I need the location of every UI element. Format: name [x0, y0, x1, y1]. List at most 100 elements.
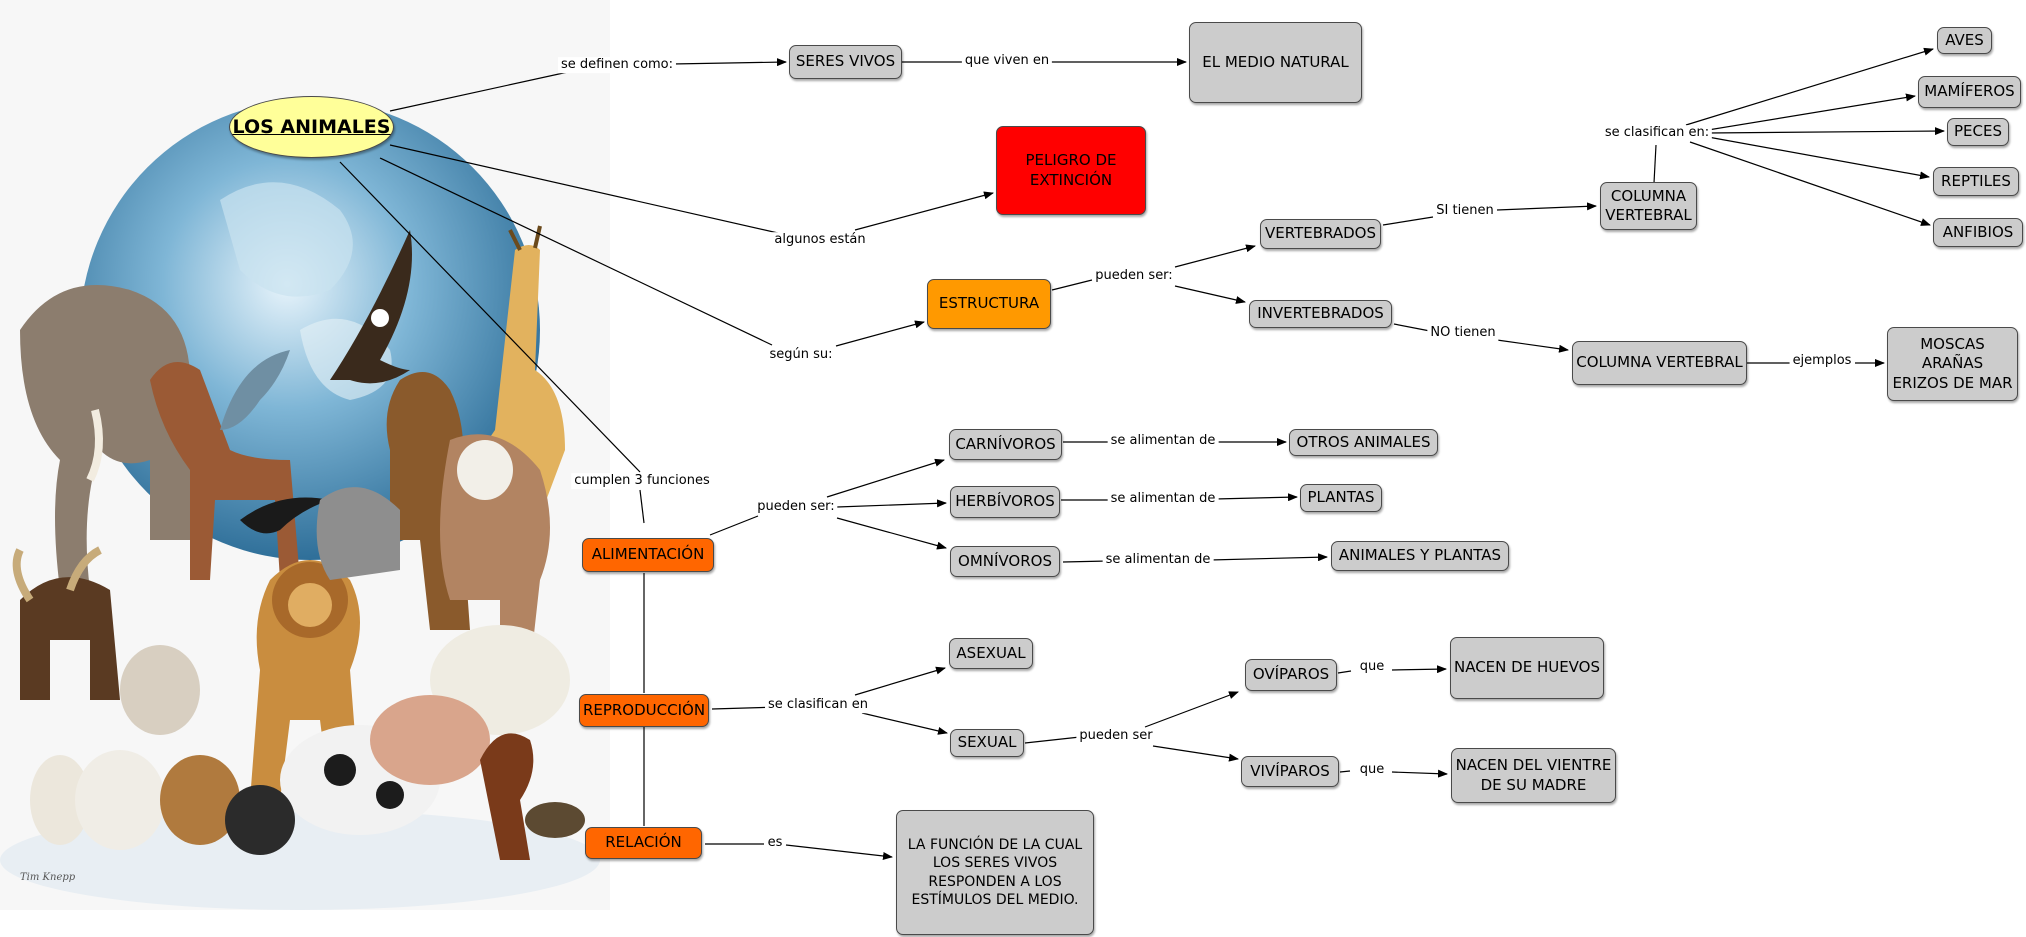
link-que-viviparos: que: [1356, 762, 1388, 778]
link-se-definen-como: se definen como:: [557, 57, 677, 73]
moose-antlers: [12, 546, 102, 603]
lamb: [75, 750, 165, 850]
connector-arrow: [671, 58, 787, 67]
concept-herbivoros[interactable]: HERBÍVOROS: [950, 486, 1060, 518]
connector-arrow: [836, 499, 947, 508]
link-se-alimentan-de-herbivoros: se alimentan de: [1107, 491, 1219, 507]
connector-arrow: [1496, 339, 1569, 353]
connector-arrow: [1496, 202, 1597, 211]
pig: [370, 695, 490, 785]
link-se-alimentan-de-omnivoros: se alimentan de: [1102, 552, 1214, 568]
connector-line: [1382, 216, 1434, 226]
concept-peces[interactable]: PECES: [1947, 118, 2009, 146]
concept-invertebrados[interactable]: INVERTEBRADOS: [1249, 300, 1392, 328]
pig-spot: [324, 754, 356, 786]
link-pueden-ser-estructura: pueden ser:: [1092, 268, 1176, 284]
concept-oviparos[interactable]: OVÍPAROS: [1245, 659, 1337, 691]
concept-asexual[interactable]: ASEXUAL: [949, 638, 1033, 669]
connector-arrow: [1685, 47, 1934, 126]
link-pueden-ser-sexual: pueden ser: [1076, 728, 1156, 744]
eagle-head: [371, 309, 389, 327]
connector-line: [379, 157, 773, 346]
link-que-viven-en: que viven en: [961, 53, 1053, 69]
connector-line: [1653, 144, 1657, 184]
concept-nacen-de-huevos[interactable]: NACEN DE HUEVOS: [1450, 637, 1604, 699]
connector-line: [389, 71, 569, 112]
connector-line: [709, 515, 759, 536]
dolphin: [220, 350, 290, 430]
connector-arrow: [854, 191, 994, 231]
connector-arrow: [826, 458, 945, 498]
function-alimentacion[interactable]: ALIMENTACIÓN: [582, 538, 714, 572]
connector-arrow: [861, 712, 948, 735]
kitten: [160, 755, 240, 845]
concept-plantas[interactable]: PLANTAS: [1300, 484, 1382, 512]
connector-arrow: [1144, 691, 1239, 728]
concept-nacen-del-vientre[interactable]: NACEN DEL VIENTRE DE SU MADRE: [1451, 748, 1616, 803]
puppy: [225, 785, 295, 855]
link-es: es: [764, 835, 786, 851]
link-algunos-estan: algunos están: [771, 232, 869, 248]
link-se-clasifican-en-vertebrados: se clasifican en:: [1601, 125, 1713, 141]
concept-sexual[interactable]: SEXUAL: [950, 729, 1024, 757]
connector-arrow: [854, 666, 946, 696]
concept-animales-y-plantas[interactable]: ANIMALES Y PLANTAS: [1331, 541, 1509, 571]
connector-arrow: [1707, 127, 1945, 136]
rooster: [480, 733, 534, 860]
moose: [20, 577, 120, 700]
connector-arrow: [1391, 665, 1447, 674]
root-concept-los-animales[interactable]: LOS ANIMALES: [229, 96, 394, 158]
link-si-tienen: SI tienen: [1433, 203, 1497, 219]
connector-line: [1337, 670, 1352, 674]
concept-anfibios[interactable]: ANFIBIOS: [1933, 218, 2023, 247]
connector-line: [1339, 770, 1351, 773]
horse: [150, 362, 300, 580]
connector-line: [1051, 279, 1093, 291]
eagle: [330, 230, 412, 384]
cow-face: [457, 440, 513, 500]
connector-arrow: [1209, 553, 1328, 562]
concept-mamiferos[interactable]: MAMÍFEROS: [1918, 76, 2021, 108]
elephant: [20, 285, 190, 590]
connector-arrow: [785, 844, 893, 860]
rabbit: [30, 755, 90, 845]
concept-aves[interactable]: AVES: [1937, 27, 1992, 54]
globe-cloud: [220, 182, 353, 297]
connector-line: [1062, 560, 1109, 563]
concept-columna-vertebral-vertebrados[interactable]: COLUMNA VERTEBRAL: [1600, 182, 1697, 230]
connector-line: [1393, 323, 1431, 332]
concept-reptiles[interactable]: REPTILES: [1933, 167, 2019, 196]
concept-ejemplos-invertebrados[interactable]: MOSCAS ARAÑAS ERIZOS DE MAR: [1887, 327, 2018, 401]
giraffe-horns: [508, 225, 542, 251]
concept-medio-natural[interactable]: EL MEDIO NATURAL: [1189, 22, 1362, 103]
function-reproduccion[interactable]: REPRODUCCIÓN: [579, 694, 709, 727]
concept-otros-animales[interactable]: OTROS ANIMALES: [1289, 429, 1438, 456]
concept-vertebrados[interactable]: VERTEBRADOS: [1260, 219, 1381, 249]
connector-arrow: [1174, 244, 1256, 268]
lynx: [120, 645, 200, 735]
connector-arrow: [1707, 93, 1916, 131]
connector-arrow: [1174, 285, 1246, 304]
turtle: [525, 802, 585, 838]
connector-arrow: [836, 517, 947, 550]
concept-estructura[interactable]: ESTRUCTURA: [927, 279, 1051, 329]
connector-arrow: [1689, 141, 1931, 226]
link-se-alimentan-de-carnivoros: se alimentan de: [1107, 433, 1219, 449]
connector-arrow: [1214, 493, 1298, 502]
concept-seres-vivos[interactable]: SERES VIVOS: [789, 45, 902, 79]
concept-omnivoros[interactable]: OMNÍVOROS: [950, 546, 1060, 577]
connector-line: [1024, 736, 1081, 744]
function-relacion[interactable]: RELACIÓN: [585, 827, 702, 859]
concept-peligro-extincion[interactable]: PELIGRO DE EXTINCIÓN: [996, 126, 1146, 215]
concept-funcion-relacion[interactable]: LA FUNCIÓN DE LA CUAL LOS SERES VIVOS RE…: [896, 810, 1094, 935]
concept-carnivoros[interactable]: CARNÍVOROS: [949, 429, 1062, 460]
connector-arrow: [1391, 769, 1448, 778]
concept-columna-vertebral-invertebrados[interactable]: COLUMNA VERTEBRAL: [1572, 341, 1747, 385]
connector-line: [389, 144, 779, 234]
concept-viviparos[interactable]: VIVÍPAROS: [1241, 756, 1339, 787]
orca: [240, 497, 330, 534]
connector-arrow: [1707, 136, 1930, 180]
link-que-oviparos: que: [1356, 659, 1388, 675]
connector-arrow: [1152, 745, 1239, 762]
